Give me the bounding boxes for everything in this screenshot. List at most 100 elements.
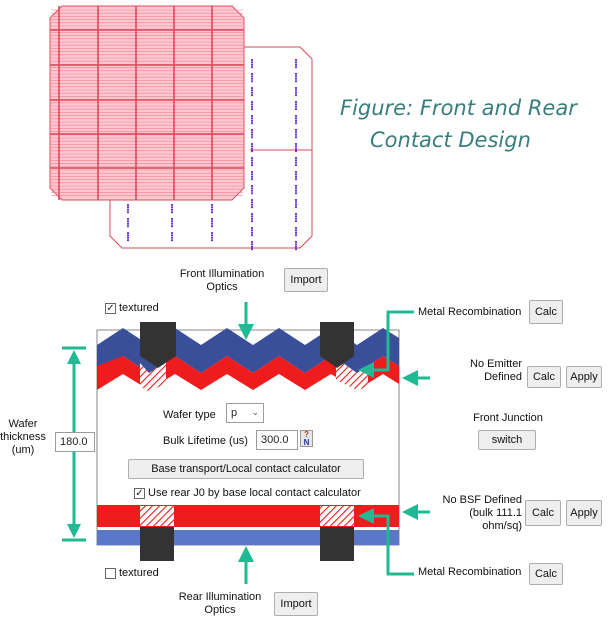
rear-contact-dot — [294, 198, 298, 202]
rear-contact-dot — [126, 225, 130, 228]
emitter-apply-button[interactable]: Apply — [566, 366, 602, 388]
rear-contact-dot — [126, 220, 130, 223]
bulk-lifetime-label: Bulk Lifetime (us) — [163, 435, 248, 447]
rear-metal-recomb-calc-button[interactable]: Calc — [529, 563, 563, 585]
rear-contact-dot — [294, 187, 298, 190]
rear-contact-dot — [170, 234, 174, 237]
rear-contact-dot — [250, 187, 254, 190]
rear-contact-dot — [294, 136, 298, 139]
rear-contact-dot — [250, 145, 254, 148]
rear-contact-dot — [294, 94, 298, 97]
rear-contact-dot — [170, 211, 174, 214]
front-metal-recomb-calc-button[interactable]: Calc — [529, 300, 563, 324]
rear-contact-dot — [170, 220, 174, 223]
rear-contact-dot — [250, 108, 254, 111]
base-transport-calculator-button[interactable]: Base transport/Local contact calculator — [128, 459, 364, 479]
rear-contact-dot — [210, 234, 214, 237]
rear-contact-dot — [294, 184, 298, 188]
rear-contact-dot — [210, 236, 214, 239]
rear-contact-dot — [250, 122, 254, 125]
front-metal-contact-right — [320, 322, 354, 368]
rear-contact-dot — [294, 231, 298, 234]
rear-optics-import-button[interactable]: Import — [274, 592, 318, 616]
rear-contact-dot — [250, 206, 254, 209]
rear-contact-dot — [294, 75, 298, 78]
rear-contact-dot — [294, 150, 298, 153]
rear-contact-dot — [250, 215, 254, 218]
emitter-calc-button[interactable]: Calc — [527, 366, 561, 388]
rear-contact-region-left — [140, 506, 174, 526]
rear-contact-dot — [170, 225, 174, 228]
rear-textured-checkbox[interactable] — [105, 568, 116, 579]
rear-contact-dot — [294, 105, 298, 108]
rear-contact-dot — [294, 58, 298, 62]
rear-contact-dot — [126, 222, 130, 225]
rear-contact-dot — [294, 212, 298, 216]
rear-j0-checkbox[interactable]: ✓ — [134, 488, 145, 499]
rear-contact-dot — [126, 231, 130, 235]
rear-contact-dot — [294, 77, 298, 80]
rear-contact-dot — [126, 239, 130, 242]
bsf-calc-button[interactable]: Calc — [525, 500, 561, 526]
rear-contact-dot — [250, 61, 254, 64]
rear-contact-dot — [294, 147, 298, 150]
bulk-lifetime-help-icon[interactable]: ? N — [300, 430, 313, 447]
rear-contact-dot — [250, 103, 254, 106]
contact-design-image — [49, 5, 313, 251]
rear-contact-dot — [250, 173, 254, 176]
rear-contact-dot — [250, 184, 254, 188]
front-junction-label: Front Junction — [473, 412, 543, 424]
rear-contact-dot — [294, 145, 298, 148]
rear-contact-dot — [126, 203, 130, 207]
rear-contact-dot — [294, 128, 298, 132]
rear-contact-dot — [294, 119, 298, 122]
rear-contact-dot — [294, 164, 298, 167]
rear-metal-recomb-label: Metal Recombination — [418, 566, 522, 578]
wafer-thickness-input[interactable]: 180.0 — [55, 432, 95, 452]
rear-contact-dot — [250, 164, 254, 167]
rear-contact-dot — [170, 222, 174, 225]
rear-contact-dot — [170, 236, 174, 239]
rear-contact-dot — [126, 217, 130, 221]
front-textured-checkbox[interactable]: ✓ — [105, 303, 116, 314]
front-optics-import-button[interactable]: Import — [284, 268, 328, 292]
rear-contact-dot — [250, 66, 254, 69]
rear-contact-dot — [294, 175, 298, 178]
rear-contact-dot — [210, 222, 214, 225]
rear-contact-dot — [294, 89, 298, 92]
rear-contact-dot — [170, 206, 174, 209]
rear-contact-dot — [250, 142, 254, 146]
rear-contact-dot — [210, 231, 214, 235]
rear-contact-dot — [250, 119, 254, 122]
front-junction-switch-button[interactable]: switch — [478, 430, 536, 450]
bulk-lifetime-input[interactable]: 300.0 — [256, 430, 298, 450]
rear-contact-dot — [294, 63, 298, 66]
rear-contact-dot — [250, 248, 254, 251]
rear-contact-dot — [250, 77, 254, 80]
rear-contact-dot — [250, 114, 254, 118]
front-metal-contact-left — [140, 322, 176, 368]
rear-contact-dot — [210, 206, 214, 209]
rear-contact-dot — [250, 128, 254, 132]
cell-cross-section — [62, 302, 430, 584]
rear-contact-dot — [126, 208, 130, 211]
rear-metal-contact-left — [140, 527, 174, 561]
bsf-apply-button[interactable]: Apply — [566, 500, 602, 526]
rear-contact-dot — [250, 240, 254, 244]
front-emitter-layer — [97, 356, 399, 390]
rear-contact-dot — [294, 229, 298, 232]
wafer-type-value: p — [231, 407, 238, 419]
wafer-type-select[interactable]: p ⌄ — [226, 403, 264, 423]
rear-contact-dot — [294, 100, 298, 104]
rear-contact-dot — [250, 170, 254, 174]
rear-contact-dot — [294, 86, 298, 90]
rear-contact-dot — [126, 236, 130, 239]
rear-contact-dot — [210, 225, 214, 228]
front-contact-region-left — [140, 362, 166, 392]
front-textured-label: textured — [119, 302, 159, 314]
rear-contact-dot — [294, 103, 298, 106]
rear-contact-dot — [126, 234, 130, 237]
rear-contact-dot — [250, 133, 254, 136]
